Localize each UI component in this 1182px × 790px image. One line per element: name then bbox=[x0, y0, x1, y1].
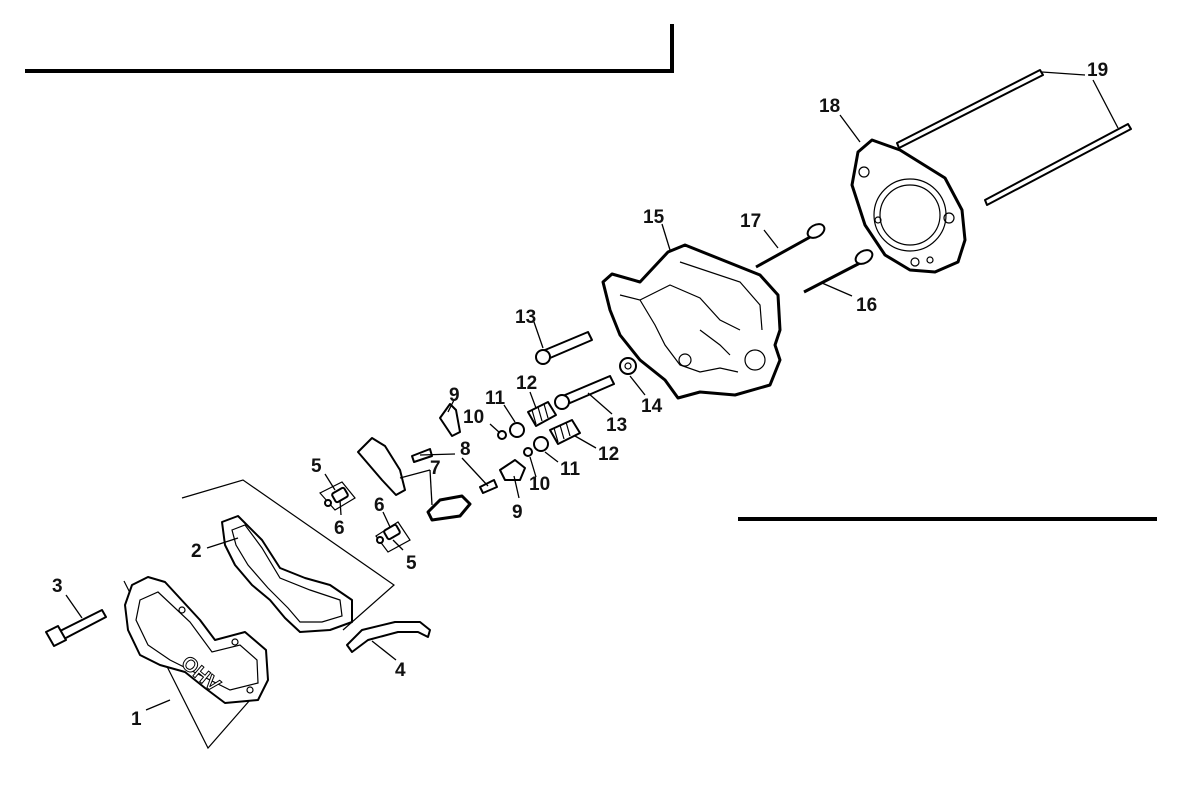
callout-11-upper: 11 bbox=[485, 388, 506, 409]
rocker-arm-lower-part bbox=[426, 494, 472, 522]
callout-7: 7 bbox=[430, 458, 441, 479]
callout-10-upper: 10 bbox=[463, 407, 484, 428]
cylinder-head-part bbox=[601, 243, 782, 400]
push-rods-part bbox=[896, 69, 1132, 206]
leader-lines bbox=[65, 71, 1119, 711]
push-rod-guide-upper-part bbox=[439, 403, 461, 437]
breather-hose-part bbox=[346, 621, 431, 653]
washer-part bbox=[619, 357, 637, 375]
rocker-stud-upper-part bbox=[319, 481, 356, 511]
callout-6-lower: 6 bbox=[374, 495, 385, 516]
callout-18: 18 bbox=[819, 96, 840, 117]
callout-3: 3 bbox=[52, 576, 63, 597]
callout-8: 8 bbox=[460, 439, 471, 460]
callout-11-lower: 11 bbox=[560, 459, 581, 480]
title-frame bbox=[25, 24, 1157, 521]
rocker-pivot-lower-part bbox=[479, 479, 498, 494]
callout-9-upper: 9 bbox=[449, 385, 460, 406]
exhaust-valve-part bbox=[803, 249, 874, 294]
callout-6-upper: 6 bbox=[334, 518, 345, 539]
push-rod-guide-lower-part bbox=[499, 459, 526, 481]
cover-bolt-part bbox=[45, 609, 107, 647]
callout-5-lower: 5 bbox=[406, 553, 417, 574]
callout-14: 14 bbox=[641, 396, 663, 417]
head-gasket-part bbox=[850, 138, 967, 274]
callout-9-lower: 9 bbox=[512, 502, 523, 523]
callout-2: 2 bbox=[191, 541, 202, 562]
callout-13-lower: 13 bbox=[606, 415, 627, 436]
callout-1: 1 bbox=[131, 709, 142, 730]
head-bolt-lower-part bbox=[554, 375, 615, 410]
callout-4: 4 bbox=[395, 660, 406, 681]
callout-10-lower: 10 bbox=[529, 474, 550, 495]
callout-12-lower: 12 bbox=[598, 444, 619, 465]
callout-labels: 1 2 3 4 5 5 6 6 7 8 9 9 10 10 11 11 12 1… bbox=[52, 60, 1108, 730]
callout-16: 16 bbox=[856, 295, 877, 316]
valve-spring-set-upper-part bbox=[497, 401, 557, 440]
intake-valve-part bbox=[755, 223, 826, 269]
rocker-stud-lower-part bbox=[375, 521, 411, 553]
callout-13-upper: 13 bbox=[515, 307, 536, 328]
callout-12-upper: 12 bbox=[516, 373, 537, 394]
rocker-arm-upper-part bbox=[357, 437, 406, 496]
head-bolt-upper-part bbox=[535, 331, 593, 365]
cover-gasket-part bbox=[221, 515, 353, 633]
callout-5-upper: 5 bbox=[311, 456, 322, 477]
rocker-cover-part: OHV bbox=[124, 576, 269, 704]
callout-17: 17 bbox=[740, 211, 761, 232]
valve-spring-set-lower-part bbox=[523, 419, 581, 457]
callout-15: 15 bbox=[643, 207, 665, 228]
callout-19: 19 bbox=[1087, 60, 1108, 81]
